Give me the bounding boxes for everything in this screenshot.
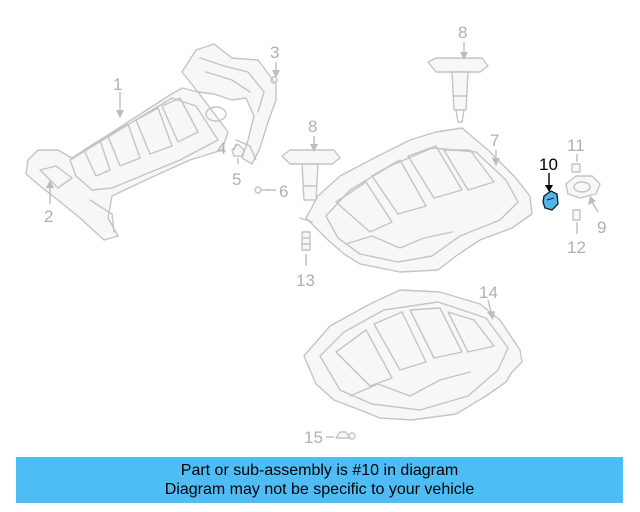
callout-1: 1 (113, 75, 122, 94)
callout-14: 14 (479, 283, 498, 302)
callout-13: 13 (296, 271, 315, 290)
mount-part-8-lower (281, 149, 341, 201)
clip-part-10 (542, 190, 559, 211)
bolt-part-12 (572, 209, 581, 221)
callout-6: 6 (279, 182, 288, 201)
bracket-part-9 (565, 175, 601, 199)
callout-8-lower: 8 (308, 117, 317, 136)
callout-11: 11 (567, 136, 585, 155)
callout-7: 7 (490, 131, 499, 150)
caption-line-2: Diagram may not be specific to your vehi… (164, 481, 475, 498)
nut-part-5 (231, 143, 245, 157)
callout-9: 9 (597, 218, 606, 237)
grommet-part-4 (205, 106, 227, 122)
screw-part-11 (571, 163, 581, 173)
callout-4: 4 (217, 139, 226, 158)
callout-12: 12 (567, 238, 586, 257)
bolt-part-13 (301, 231, 311, 251)
caption-bar: Part or sub-assembly is #10 in diagram D… (16, 457, 623, 503)
bracket-part-3 (181, 43, 278, 165)
callout-3: 3 (270, 43, 279, 62)
left-splash-shield (25, 87, 229, 241)
parts-diagram: 1 2 3 4 5 6 7 8 8 9 10 11 12 13 14 15 (25, 23, 606, 447)
arrowhead-10 (545, 185, 553, 192)
callout-15: 15 (304, 428, 323, 447)
callout-8-upper: 8 (458, 23, 467, 42)
leader-lines (46, 42, 599, 438)
clip-part-15 (335, 431, 356, 440)
lower-shield-part-14 (303, 289, 523, 421)
callout-5: 5 (232, 170, 241, 189)
skid-plate-part-7 (299, 127, 533, 273)
mount-part-8-upper (427, 57, 489, 123)
callout-2: 2 (44, 207, 53, 226)
caption-line-1: Part or sub-assembly is #10 in diagram (180, 462, 459, 479)
callout-10: 10 (539, 155, 558, 174)
